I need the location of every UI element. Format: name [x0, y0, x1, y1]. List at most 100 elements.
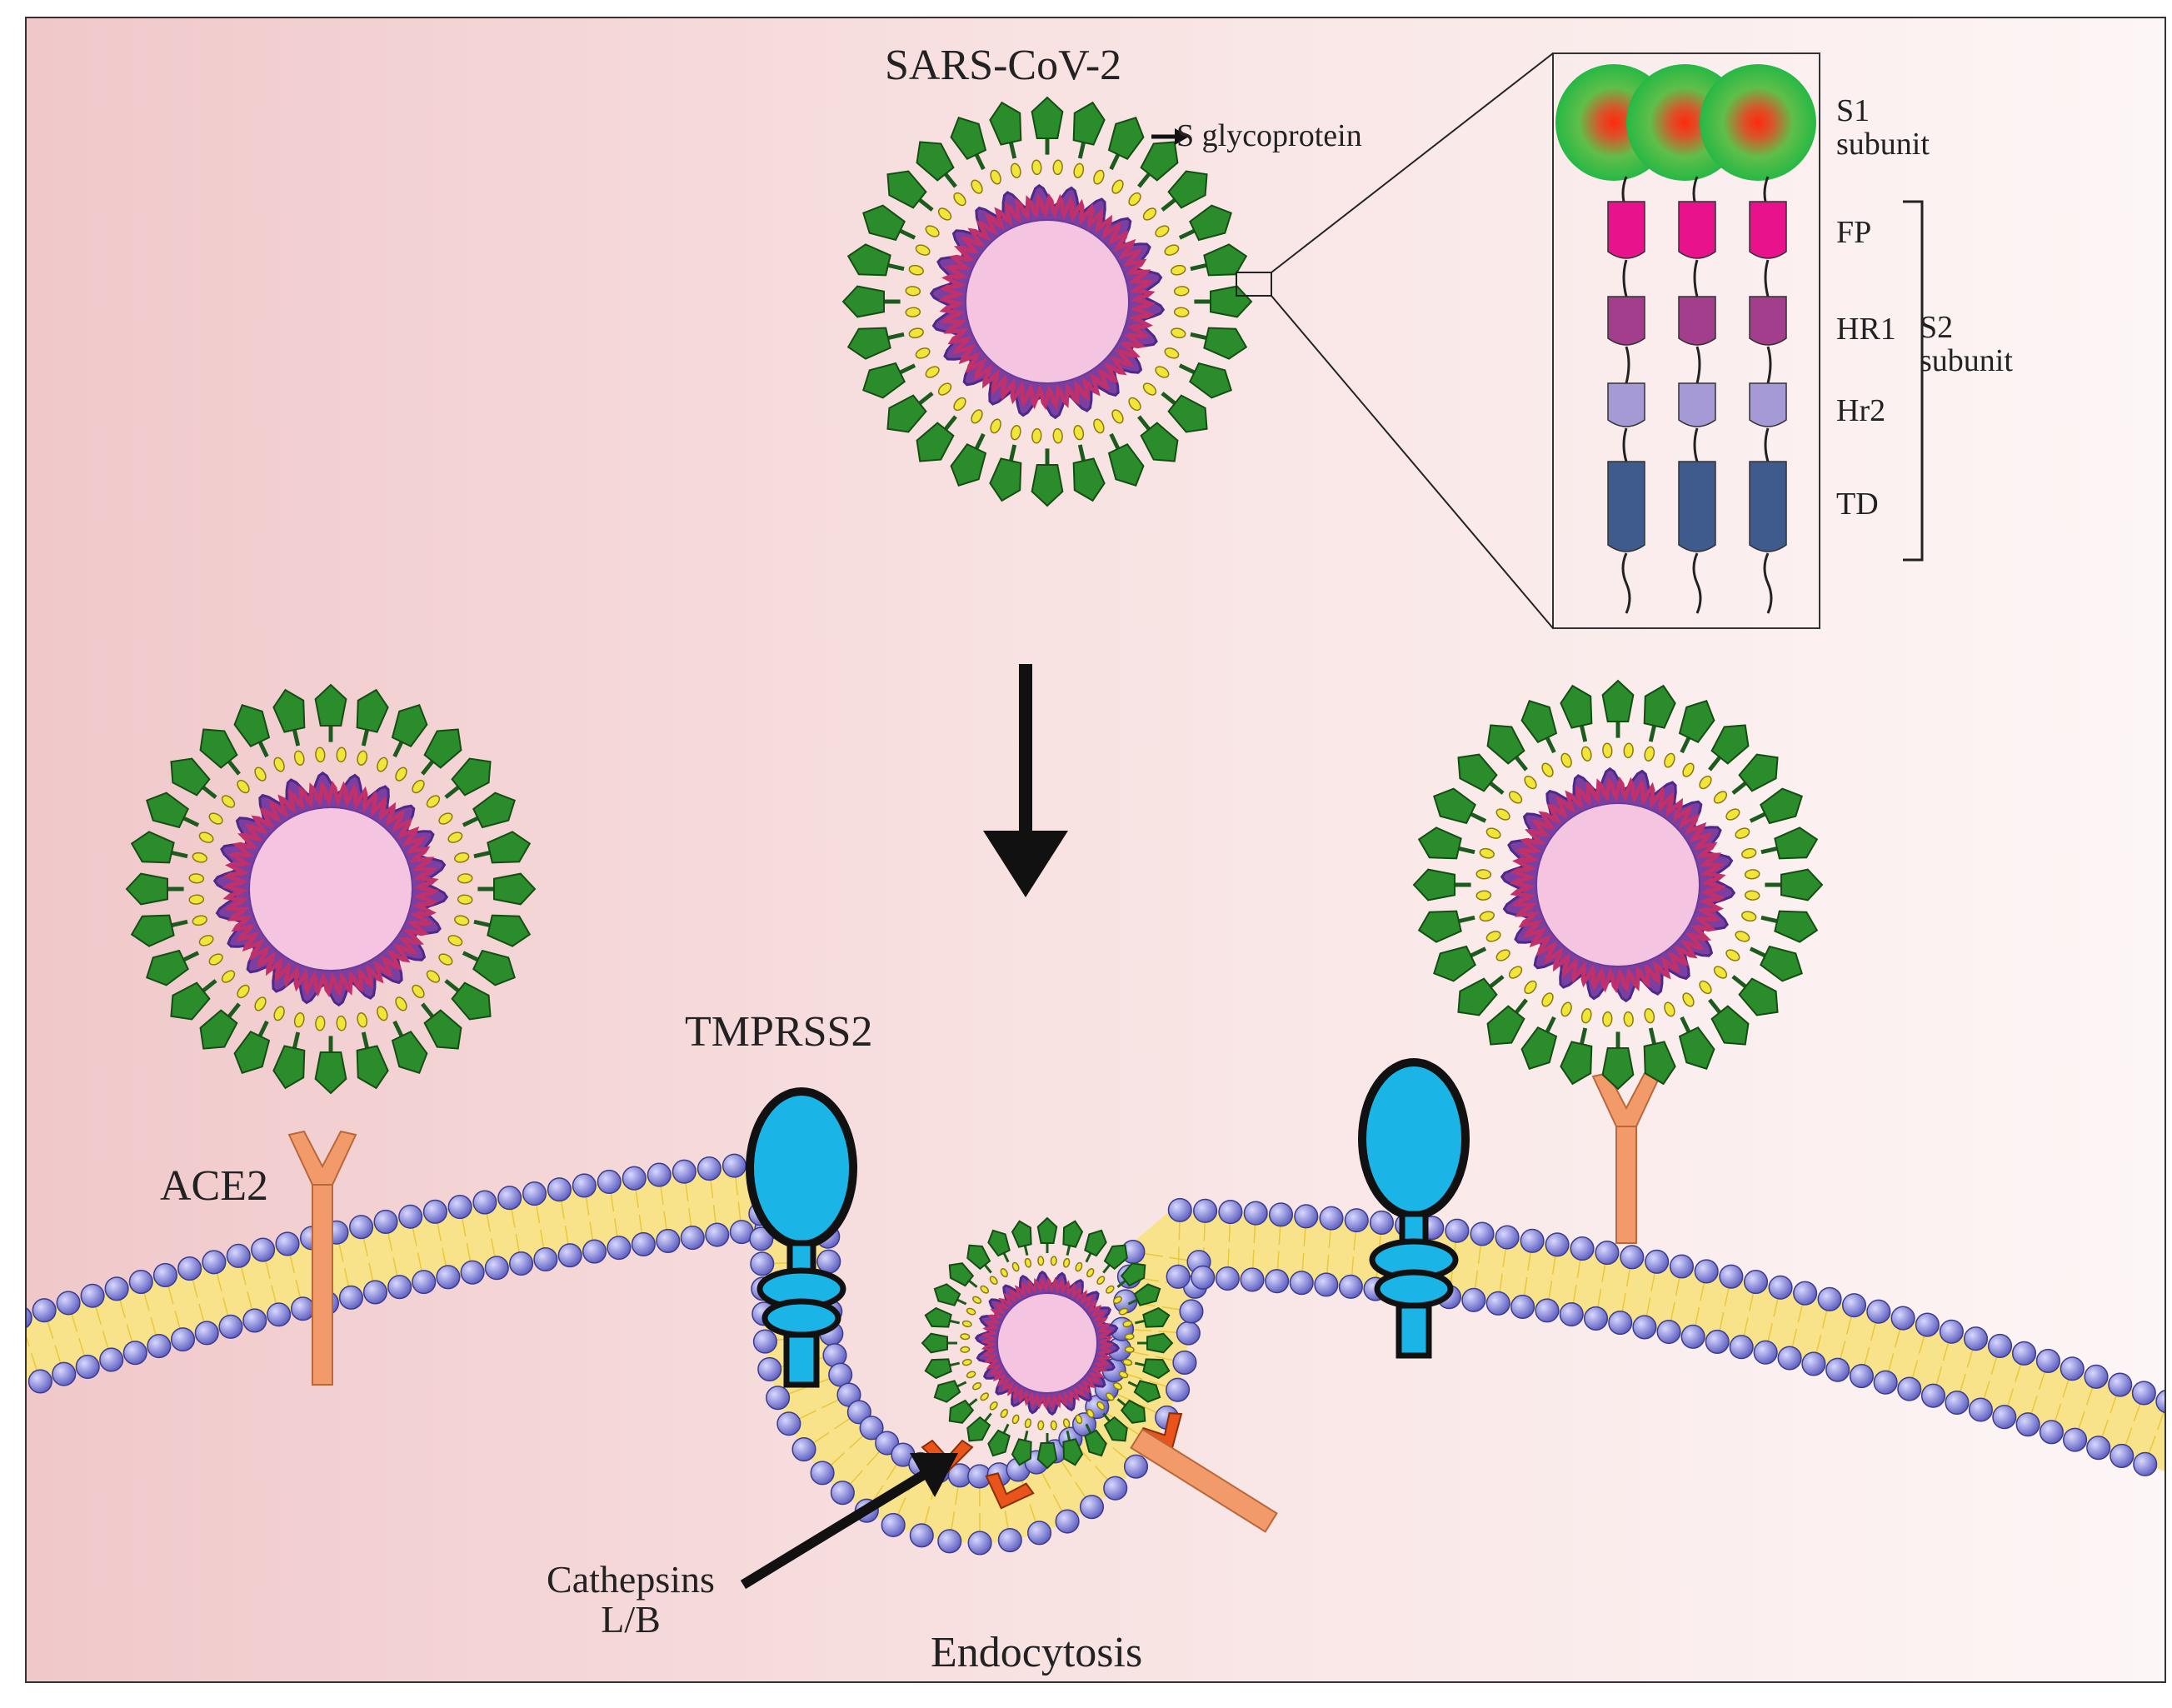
- spike-stalk: [974, 153, 986, 171]
- virus-icon: [125, 683, 537, 1095]
- lipid-head: [447, 1195, 472, 1220]
- spike-stalk: [392, 741, 404, 758]
- cathepsin-icon: [985, 1472, 1035, 1510]
- spike-stalk: [887, 262, 905, 272]
- envelope-protein: [989, 1276, 998, 1286]
- lipid-head: [967, 1531, 992, 1556]
- tmprss2-ring: [761, 1298, 841, 1338]
- lipid-head: [1939, 1319, 1964, 1344]
- spike-stalk: [1731, 781, 1747, 795]
- zoom-line: [1271, 295, 1554, 629]
- spike-protein: [1760, 945, 1803, 982]
- lipid-head: [1825, 1357, 1850, 1382]
- envelope-protein: [447, 935, 463, 946]
- spike-stalk: [1731, 975, 1747, 989]
- spike-protein: [1486, 1005, 1525, 1046]
- hr1-label: HR1: [1836, 312, 1896, 347]
- lipid-head: [194, 1321, 219, 1346]
- envelope-protein: [1508, 791, 1523, 804]
- spike-stalk: [1489, 975, 1505, 989]
- lipid-head: [881, 1512, 906, 1537]
- spike-stalk: [1085, 1252, 1092, 1263]
- spike-stalk: [943, 172, 957, 188]
- lipid-head: [705, 1222, 730, 1247]
- spike-protein: [916, 141, 955, 182]
- envelope-protein: [454, 852, 470, 863]
- envelope-protein: [1735, 931, 1750, 942]
- spike-protein: [1120, 1262, 1146, 1287]
- lipid-head: [791, 1437, 816, 1462]
- envelope-protein: [1112, 1296, 1122, 1304]
- lipid-head: [1841, 1293, 1867, 1318]
- viral-core: [1535, 802, 1700, 967]
- lipid-head: [99, 1347, 124, 1372]
- lipid-head: [622, 1166, 647, 1191]
- spike-protein: [487, 831, 532, 864]
- envelope-protein: [1024, 1418, 1032, 1429]
- envelope-protein: [1644, 1008, 1655, 1024]
- envelope-protein: [438, 812, 453, 825]
- lipid-head: [1215, 1266, 1240, 1291]
- lipid-head: [128, 1269, 153, 1295]
- spike-stalk: [1708, 998, 1722, 1014]
- envelope-protein: [1623, 742, 1634, 759]
- envelope-protein: [980, 1285, 990, 1294]
- linker: [1622, 259, 1628, 297]
- envelope-protein: [192, 852, 207, 863]
- envelope-protein: [1164, 347, 1180, 359]
- viral-rna: [981, 1276, 1114, 1410]
- spike-protein: [966, 1416, 991, 1442]
- spike-protein: [423, 728, 462, 769]
- spike-protein: [1520, 700, 1558, 743]
- envelope-protein: [1010, 425, 1021, 441]
- envelope-protein: [336, 747, 347, 763]
- spike-protein: [233, 1031, 271, 1074]
- spike-protein: [1412, 868, 1455, 901]
- lipid-head: [2063, 1427, 2088, 1452]
- spike-stalk: [292, 729, 301, 747]
- s-glycoprotein-label: S glycoprotein: [1176, 118, 1362, 153]
- tmprss2-head: [1358, 1058, 1470, 1220]
- spike-protein: [314, 1051, 347, 1095]
- envelope-protein: [357, 1012, 368, 1028]
- envelope-protein: [221, 795, 236, 808]
- pointer-arrow-head: [1175, 128, 1189, 145]
- envelope-protein: [905, 286, 921, 297]
- spike-stalk: [1708, 756, 1722, 772]
- envelope-protein: [1485, 827, 1501, 839]
- spike-protein: [846, 243, 891, 277]
- lipid-head: [436, 1265, 461, 1290]
- spike-protein: [170, 981, 211, 1021]
- lipid-head: [104, 1276, 129, 1301]
- linker: [1764, 259, 1770, 297]
- envelope-protein: [1682, 762, 1695, 777]
- spike-protein: [924, 1306, 952, 1328]
- viral-core: [248, 807, 413, 971]
- lipid-head: [472, 1190, 497, 1215]
- lipid-head: [1866, 1299, 1891, 1324]
- spike-stalk: [984, 1412, 992, 1422]
- lipid-head: [1314, 1272, 1339, 1297]
- virus-icon: [1412, 679, 1824, 1091]
- spike-protein: [1062, 1438, 1084, 1466]
- lipid-head: [1268, 1202, 1294, 1227]
- envelope-protein: [1744, 890, 1760, 901]
- spike-protein: [472, 792, 516, 829]
- envelope-protein: [1118, 1307, 1129, 1316]
- envelope-protein: [1062, 1257, 1071, 1268]
- spike-protein: [933, 1283, 961, 1306]
- spike-stalk: [171, 919, 188, 928]
- s2-label-line1: S2: [1920, 310, 1954, 345]
- lipid-head: [1055, 1509, 1080, 1534]
- lipid-head: [2084, 1364, 2109, 1389]
- linker: [1693, 427, 1699, 462]
- s1-label-line2: subunit: [1836, 126, 1930, 162]
- envelope-protein: [1735, 827, 1750, 839]
- spike-stalk: [182, 951, 200, 962]
- lipid-head: [1191, 1265, 1216, 1290]
- lipid-head: [859, 1416, 884, 1441]
- lipid-head: [275, 1231, 300, 1256]
- spike-protein: [199, 728, 238, 769]
- lipid-head: [1218, 1200, 1243, 1225]
- lipid-head: [218, 1314, 243, 1339]
